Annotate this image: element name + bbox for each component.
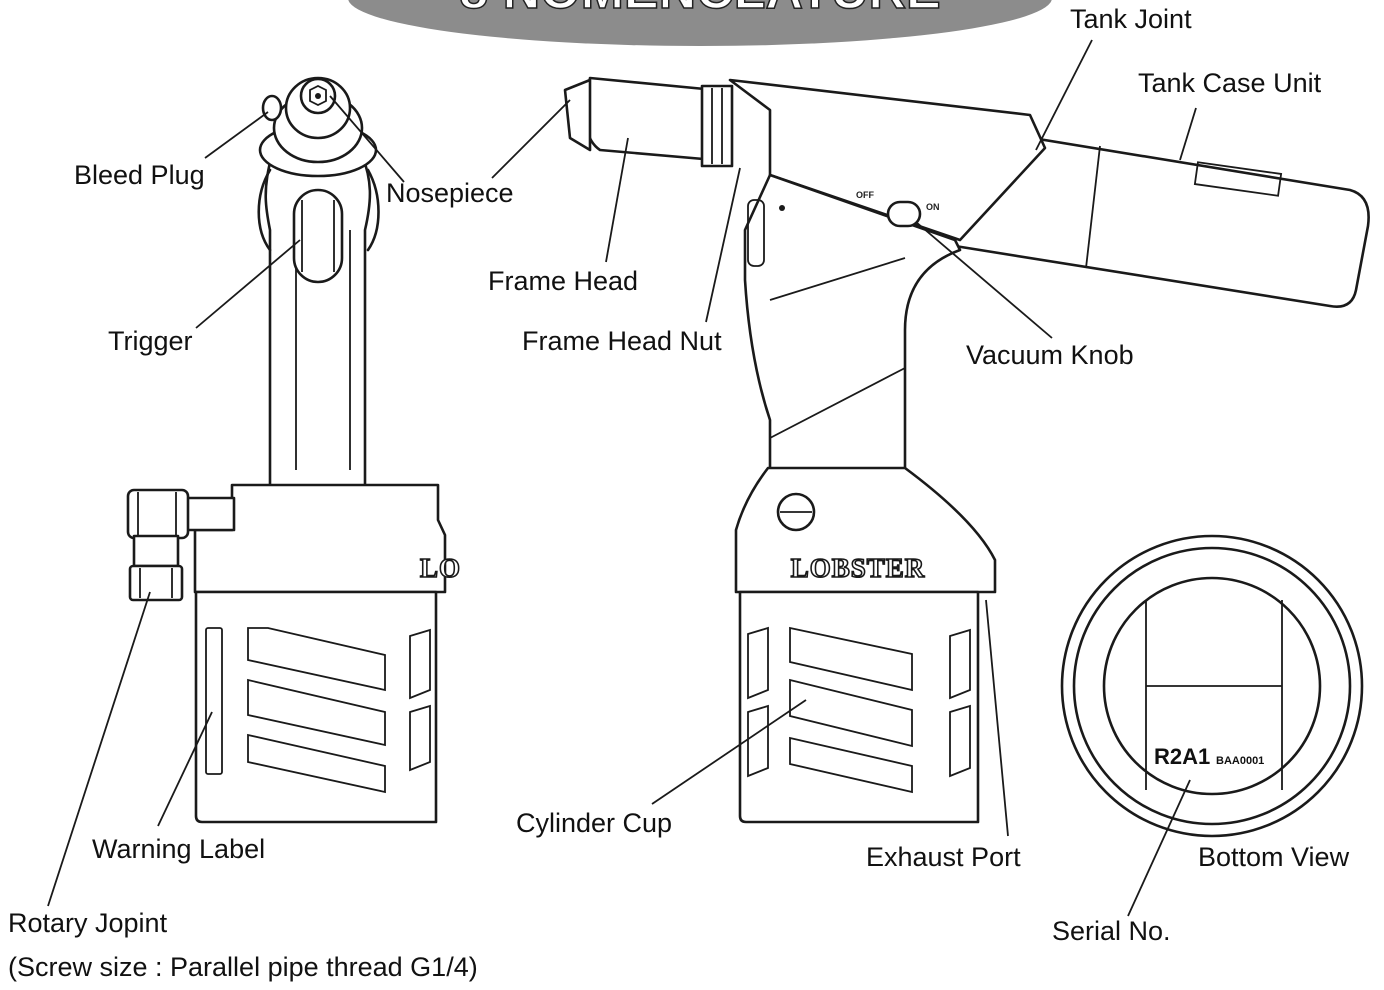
front-view-tool: LO: [126, 76, 461, 824]
tank-joint-seam: [1085, 145, 1101, 269]
leader-warning-label: [157, 711, 213, 827]
leader-serial-no: [1127, 779, 1191, 917]
side-cup-ribs: [747, 626, 971, 794]
label-bottom-view: Bottom View: [1198, 842, 1350, 872]
leader-tank-case: [1179, 107, 1197, 161]
rotary-nut-flats: [139, 568, 173, 598]
leader-vacuum-knob: [915, 221, 1053, 339]
handle-grip-lines: [769, 257, 906, 439]
nosepiece-hole: [315, 93, 321, 99]
front-cup-ribs: [247, 627, 431, 794]
leader-nosepiece: [329, 95, 405, 183]
rotary-joint-nut: [128, 564, 184, 602]
label-screw-size: (Screw size : Parallel pipe thread G1/4): [8, 952, 478, 982]
label-exhaust-port: Exhaust Port: [866, 842, 1021, 872]
side-cylinder-cup: [738, 590, 980, 824]
front-bleed-plug: [261, 94, 283, 122]
banner-title: 8 NOMENCLATURE: [459, 0, 940, 20]
leader-frame-head-nut: [705, 167, 741, 323]
leader-trigger: [195, 239, 301, 329]
bottom-view: R2A1 BAA0001: [1060, 534, 1364, 838]
label-vacuum-knob: Vacuum Knob: [966, 340, 1134, 370]
front-trigger-shading: [301, 200, 335, 272]
upper-frame: [728, 78, 1047, 242]
bottom-outer-ring: [1060, 534, 1364, 838]
bottom-inner-ring: [1072, 546, 1352, 826]
vacuum-knob: [886, 200, 922, 228]
leader-rotary-joint: [47, 591, 151, 907]
nut-facets: [711, 88, 723, 164]
switch-off-label: OFF: [856, 190, 874, 200]
leader-tank-joint: [1035, 39, 1093, 151]
front-trigger: [292, 188, 344, 284]
label-rotary-joint: Rotary Jopint: [8, 908, 168, 938]
switch-on-label: ON: [926, 202, 940, 212]
title-banner: 8 NOMENCLATURE: [348, 0, 1052, 46]
nosepiece-hex: [309, 84, 327, 107]
side-view-tool: OFF ON LOBSTER: [563, 76, 1370, 824]
label-nosepiece: Nosepiece: [386, 178, 514, 208]
rotary-elbow-arm: [180, 496, 236, 532]
leader-lines: [47, 39, 1197, 917]
side-brand-mark: LOBSTER: [791, 553, 926, 583]
serial-number-text: BAA0001: [1216, 755, 1264, 767]
frame-head: [583, 76, 717, 162]
front-brand-mark: LO: [420, 553, 461, 583]
label-serial-no: Serial No.: [1052, 916, 1171, 946]
label-frame-head-nut: Frame Head Nut: [522, 326, 722, 356]
rotary-joint-lines: [137, 492, 177, 536]
label-tank-joint: Tank Joint: [1070, 4, 1192, 34]
leader-nosepiece-tip: [491, 99, 571, 179]
leader-cylinder-cup: [651, 699, 807, 805]
rotary-joint-body: [126, 488, 190, 540]
bottom-base-circle: [1102, 576, 1322, 796]
side-screw-dot: [779, 205, 785, 211]
tank-case-label: [1193, 161, 1283, 197]
front-wings: [257, 168, 380, 252]
front-warning-label: [205, 627, 223, 775]
leader-bleed-plug: [204, 111, 269, 159]
frame-head-nut: [700, 84, 734, 168]
leader-exhaust-port: [985, 599, 1009, 837]
serial-model-text: R2A1: [1154, 744, 1210, 769]
label-frame-head: Frame Head: [488, 266, 639, 296]
leader-frame-head: [605, 137, 629, 263]
banner-shape: [348, 0, 1052, 46]
front-cylinder-cup: [194, 590, 438, 824]
bottom-base-lines: [1145, 600, 1283, 790]
label-tank-case-unit: Tank Case Unit: [1138, 68, 1322, 98]
nosepiece-tip: [563, 78, 592, 152]
label-cylinder-cup: Cylinder Cup: [516, 808, 673, 838]
label-trigger: Trigger: [108, 326, 193, 356]
side-trigger: [747, 199, 765, 267]
rotary-joint-neck: [132, 534, 180, 568]
label-warning-label: Warning Label: [92, 834, 266, 864]
label-bleed-plug: Bleed Plug: [74, 160, 205, 190]
